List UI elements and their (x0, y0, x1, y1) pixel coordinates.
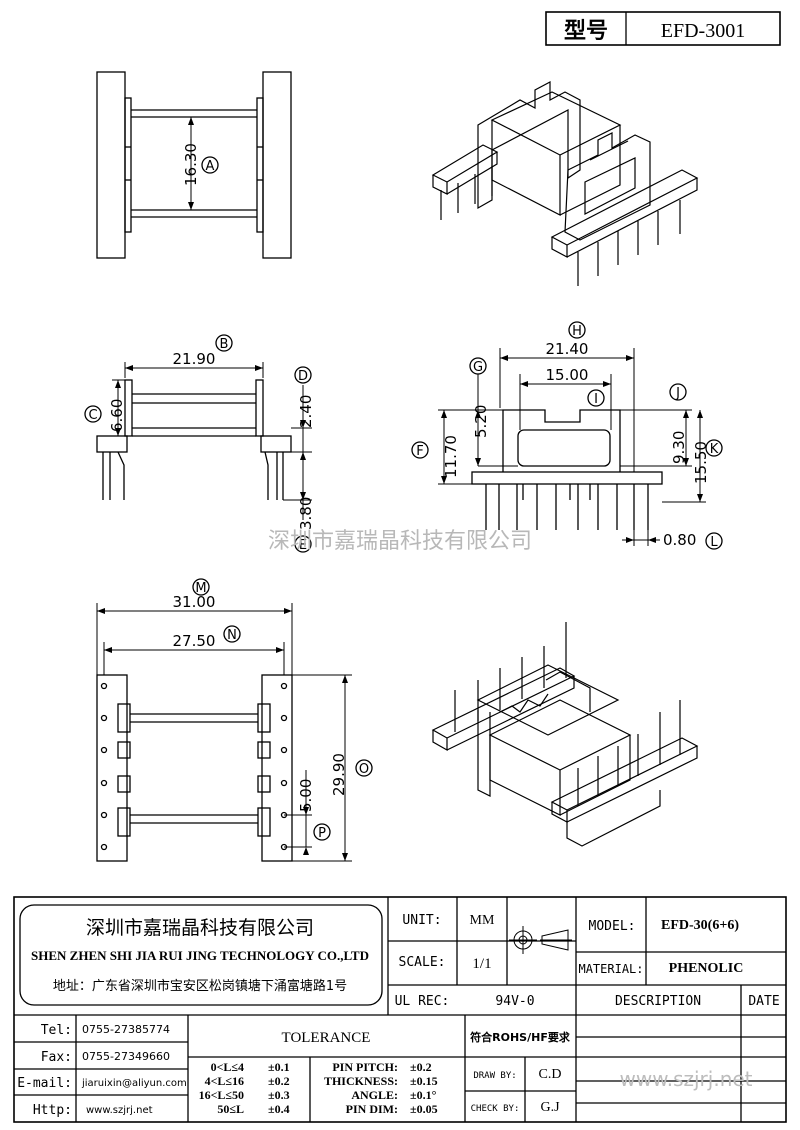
dim-c-value: 6.60 (108, 399, 126, 432)
tolerance-spec-label: THICKNESS: (324, 1074, 398, 1088)
contact-tel-label: Tel: (41, 1023, 72, 1038)
model-value: EFD-30(6+6) (661, 918, 739, 933)
type-label: 型号 (564, 18, 608, 43)
dim-m-value: 31.00 (173, 593, 216, 611)
contact-tel-value: 0755-27385774 (82, 1023, 170, 1036)
company-name-en: SHEN ZHEN SHI JIA RUI JING TECHNOLOGY CO… (31, 948, 369, 963)
dim-e-letter: E (299, 538, 307, 553)
iso-view-bottom (431, 622, 699, 847)
projection-symbol-icon (509, 926, 572, 954)
tolerance-range: 0<L≤4 (211, 1060, 244, 1074)
date-label: DATE (748, 994, 779, 1009)
tolerance-spec-value: ±0.15 (410, 1074, 438, 1088)
company-name-cn: 深圳市嘉瑞晶科技有限公司 (86, 917, 314, 939)
tolerance-spec-label: PIN PITCH: (332, 1060, 398, 1074)
tolerance-value: ±0.1 (268, 1060, 290, 1074)
contact-email-label: E-mail: (17, 1076, 72, 1091)
dim-b-value: 21.90 (173, 350, 216, 368)
dim-h-letter: H (572, 324, 582, 339)
tolerance-spec-value: ±0.2 (410, 1060, 432, 1074)
model-label: MODEL: (589, 919, 636, 934)
tolerance-range: 50≤L (217, 1102, 244, 1116)
scale-label: SCALE: (399, 955, 446, 970)
title-block: 深圳市嘉瑞晶科技有限公司 SHEN ZHEN SHI JIA RUI JING … (13, 896, 787, 1123)
iso-view-top (431, 81, 699, 286)
material-label: MATERIAL: (578, 962, 643, 976)
front-view: 21.40 H 15.00 I 5.20 G 11.70 F 9.30 J (411, 321, 723, 550)
dim-p-value: 5.00 (297, 779, 315, 812)
model-header: 型号 EFD-3001 (545, 11, 781, 46)
dim-j-letter: J (675, 386, 680, 401)
contact-fax-label: Fax: (41, 1050, 72, 1065)
tolerance-range: 16<L≤50 (199, 1088, 244, 1102)
dim-c-letter: C (88, 408, 97, 423)
dim-f-letter: F (416, 444, 423, 459)
dim-e-value: 3.80 (297, 497, 315, 530)
check-label: CHECK BY: (471, 1104, 520, 1114)
ulrec-value: 94V-0 (495, 994, 534, 1009)
dim-l-letter: L (710, 535, 718, 550)
rohs-note: 符合ROHS/HF要求 (470, 1030, 571, 1044)
dim-m-letter: M (195, 581, 206, 596)
dim-n-letter: N (227, 628, 237, 643)
dim-l-value: 0.80 (663, 531, 696, 549)
dim-i-value: 15.00 (546, 366, 589, 384)
draw-value: C.D (539, 1067, 562, 1082)
tolerance-spec-label: PIN DIM: (346, 1102, 398, 1116)
dim-g-letter: G (473, 360, 483, 375)
contact-http-value: www.szjrj.net (86, 1105, 153, 1116)
tolerance-value: ±0.3 (268, 1088, 290, 1102)
top-view: 16.30 A (96, 71, 292, 259)
unit-value: MM (470, 913, 495, 928)
model-code: EFD-3001 (661, 20, 745, 42)
watermark-center: 深圳市嘉瑞晶科技有限公司 (268, 529, 532, 554)
dim-j-value: 9.30 (670, 431, 688, 464)
dim-a-value: 16.30 (182, 143, 200, 186)
watermark-url: www.szjrj.net (619, 1067, 752, 1091)
scale-value: 1/1 (472, 956, 491, 972)
side-view: 21.90 B 6.60 C 2.40 D 3.80 E (84, 334, 315, 553)
draw-label: DRAW BY: (473, 1071, 516, 1081)
dim-b-letter: B (220, 337, 229, 352)
tolerance-range: 4<L≤16 (205, 1074, 244, 1088)
dim-d-value: 2.40 (297, 395, 315, 428)
unit-label: UNIT: (402, 913, 441, 928)
tolerance-value: ±0.2 (268, 1074, 290, 1088)
tolerance-spec-value: ±0.05 (410, 1102, 438, 1116)
dim-n-value: 27.50 (173, 632, 216, 650)
contact-http-label: Http: (33, 1103, 72, 1118)
contact-fax-value: 0755-27349660 (82, 1050, 170, 1063)
dim-k-value: 15.50 (692, 441, 710, 484)
bottom-view: 31.00 M 27.50 N 29.90 O 5.00 P (96, 578, 373, 862)
dim-g-value: 5.20 (472, 405, 490, 438)
check-value: G.J (540, 1100, 560, 1115)
dim-o-letter: O (359, 762, 369, 777)
dim-h-value: 21.40 (546, 340, 589, 358)
ulrec-label: UL REC: (395, 994, 450, 1009)
tolerance-label: TOLERANCE (282, 1030, 371, 1046)
dim-o-value: 29.90 (330, 753, 348, 796)
dim-d-letter: D (298, 369, 308, 384)
dim-k-letter: K (710, 442, 719, 457)
material-value: PHENOLIC (669, 961, 744, 976)
tolerance-value: ±0.4 (268, 1102, 290, 1116)
dim-a-letter: A (206, 159, 215, 174)
contact-email-value: jiaruixin@aliyun.com (81, 1078, 187, 1089)
company-address: 地址：广东省深圳市宝安区松岗镇塘下涌富塘路1号 (53, 978, 347, 994)
dim-f-value: 11.70 (442, 435, 460, 478)
tolerance-spec-label: ANGLE: (351, 1088, 398, 1102)
dim-p-letter: P (318, 826, 326, 841)
dim-i-letter: I (594, 392, 598, 407)
description-label: DESCRIPTION (615, 994, 701, 1009)
tolerance-spec-value: ±0.1° (410, 1088, 437, 1102)
